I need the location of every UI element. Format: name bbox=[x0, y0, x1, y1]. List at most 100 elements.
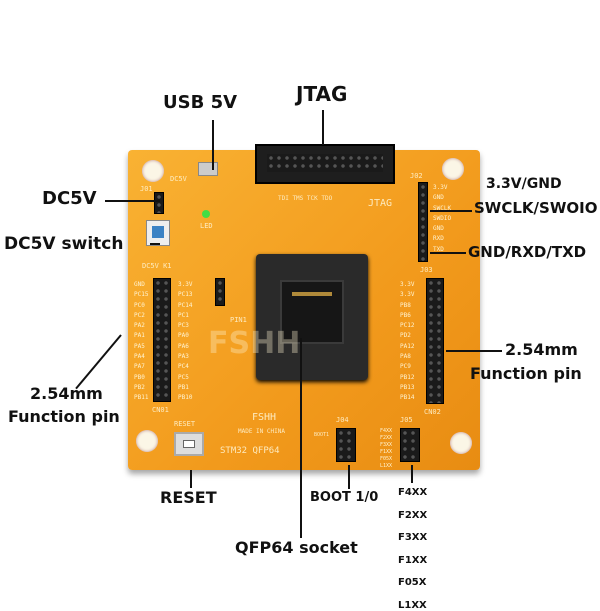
leader-line bbox=[105, 200, 160, 202]
j05-jumper[interactable] bbox=[400, 428, 420, 462]
dc5v-silk: DC5V bbox=[170, 175, 187, 183]
pin-label: PC1 bbox=[178, 311, 189, 319]
mount-hole bbox=[142, 160, 164, 182]
label-boot: BOOT 1/0 bbox=[310, 490, 379, 505]
j04-boot-jumper[interactable] bbox=[336, 428, 356, 462]
j02-header[interactable] bbox=[418, 182, 428, 262]
pin-label: TXD bbox=[433, 245, 444, 253]
pin-label: PB0 bbox=[134, 373, 145, 381]
dc5v-switch[interactable] bbox=[146, 220, 170, 246]
leader-line bbox=[446, 350, 502, 352]
pin-label: PB11 bbox=[134, 394, 149, 402]
pin-label: PC0 bbox=[134, 301, 145, 309]
pin-label: F05X bbox=[380, 456, 393, 462]
label-dc5v-switch: DC5V switch bbox=[4, 234, 124, 254]
pin-label: PB14 bbox=[400, 394, 415, 402]
brand-silk: FSHH bbox=[252, 412, 277, 423]
boot-option: F1XX bbox=[398, 554, 428, 566]
mount-hole bbox=[442, 158, 464, 180]
pin-label: PD2 bbox=[400, 332, 411, 340]
leader-line bbox=[322, 110, 324, 145]
pin-label: PA6 bbox=[178, 342, 189, 350]
boot-option: F3XX bbox=[398, 532, 428, 543]
leader-line bbox=[190, 470, 192, 488]
pin-label: PA8 bbox=[400, 353, 411, 361]
label-qfp64-socket: QFP64 socket bbox=[235, 538, 358, 557]
pin-label: 3.3V bbox=[178, 281, 193, 288]
boot-option: F05X bbox=[398, 577, 427, 588]
label-jtag: JTAG bbox=[296, 82, 348, 106]
pin-label: F2XX bbox=[380, 435, 393, 441]
pin-label: PA0 bbox=[178, 332, 189, 340]
pin-label: PC2 bbox=[134, 311, 145, 319]
cn02-header[interactable] bbox=[426, 278, 444, 404]
pin-label: PA7 bbox=[134, 363, 145, 371]
label-fpin-right-2: Function pin bbox=[470, 364, 582, 383]
pin-label: 3.3V bbox=[400, 291, 415, 299]
j05-silk: J05 bbox=[400, 416, 413, 424]
leader-line bbox=[150, 243, 160, 245]
j02-silk: J02 bbox=[410, 172, 423, 180]
pin-label: F1XX bbox=[380, 449, 393, 455]
j03-silk: J03 bbox=[420, 266, 433, 274]
reset-button[interactable] bbox=[174, 432, 204, 456]
pin-label: PA3 bbox=[178, 353, 189, 361]
watermark: FSHH bbox=[208, 326, 301, 361]
pin-label: PB6 bbox=[400, 311, 411, 319]
label-dc5v: DC5V bbox=[42, 188, 97, 209]
pin-label: L1XX bbox=[380, 463, 393, 469]
pin-label: RXD bbox=[433, 235, 444, 243]
leader-line bbox=[430, 210, 472, 212]
model-silk: STM32 QFP64 bbox=[220, 446, 280, 456]
j04-silk: J04 bbox=[336, 416, 349, 424]
pin-label: PC9 bbox=[400, 363, 411, 371]
leader-line bbox=[212, 120, 214, 170]
label-fpin-left-1: 2.54mm bbox=[30, 384, 103, 403]
label-uart: GND/RXD/TXD bbox=[468, 243, 587, 261]
pin-label: SWDIO bbox=[433, 214, 452, 222]
pin-label: PC13 bbox=[178, 291, 193, 299]
jtag-pins-silk: TDI TMS TCK TDO bbox=[278, 195, 333, 202]
jtag-connector[interactable] bbox=[255, 144, 395, 184]
pin-label: GND bbox=[433, 225, 444, 233]
pin-label: F4XX bbox=[380, 428, 393, 434]
led-silk: LED bbox=[200, 222, 213, 230]
label-reset: RESET bbox=[160, 488, 217, 507]
j01-silk: J01 bbox=[140, 185, 153, 193]
leader-line bbox=[411, 465, 413, 483]
label-fpin-left-2: Function pin bbox=[8, 407, 120, 426]
mount-hole bbox=[136, 430, 158, 452]
cn01-silk: CN01 bbox=[152, 406, 169, 414]
pin-label: PB8 bbox=[400, 301, 411, 309]
boot-option: L1XX bbox=[398, 599, 427, 611]
pin-label: PB12 bbox=[400, 373, 415, 381]
reset-silk: RESET bbox=[174, 420, 196, 428]
pin-label: 3.3V bbox=[433, 184, 448, 191]
pin-label: PA5 bbox=[134, 342, 145, 350]
pin-label: 3.3V bbox=[400, 281, 415, 288]
pin-label: PC5 bbox=[178, 373, 189, 381]
boot-options-list: F4XX F2XX F3XX F1XX F05X L1XX bbox=[398, 487, 427, 611]
pin1-silk: PIN1 bbox=[230, 316, 247, 324]
pin-label: PA1 bbox=[134, 332, 145, 340]
stm32-dev-board: JTAG TDI TMS TCK TDO J01 DC5V LED DC5V K… bbox=[128, 144, 480, 470]
qfp64-socket[interactable] bbox=[256, 254, 368, 380]
pin-label: PB1 bbox=[178, 383, 189, 391]
k1-silk: DC5V K1 bbox=[142, 262, 172, 270]
usb-port[interactable] bbox=[198, 162, 218, 176]
label-fpin-right-1: 2.54mm bbox=[505, 340, 578, 359]
pin-label: GND bbox=[134, 281, 145, 288]
boot-option: F2XX bbox=[398, 509, 428, 521]
cn01-header[interactable] bbox=[153, 278, 171, 402]
pin-label: PC4 bbox=[178, 363, 189, 371]
leader-line bbox=[300, 338, 302, 538]
pin-label: PB10 bbox=[178, 394, 193, 402]
small-header bbox=[215, 278, 225, 306]
made-silk: MADE IN CHINA bbox=[238, 428, 285, 435]
boot-option: F4XX bbox=[398, 487, 428, 498]
dc5v-jumper bbox=[154, 192, 164, 214]
pin-label: PC14 bbox=[178, 301, 193, 309]
pin-label: PA12 bbox=[400, 342, 415, 350]
pin-label: PC12 bbox=[400, 322, 415, 330]
label-usb-5v: USB 5V bbox=[163, 92, 238, 113]
